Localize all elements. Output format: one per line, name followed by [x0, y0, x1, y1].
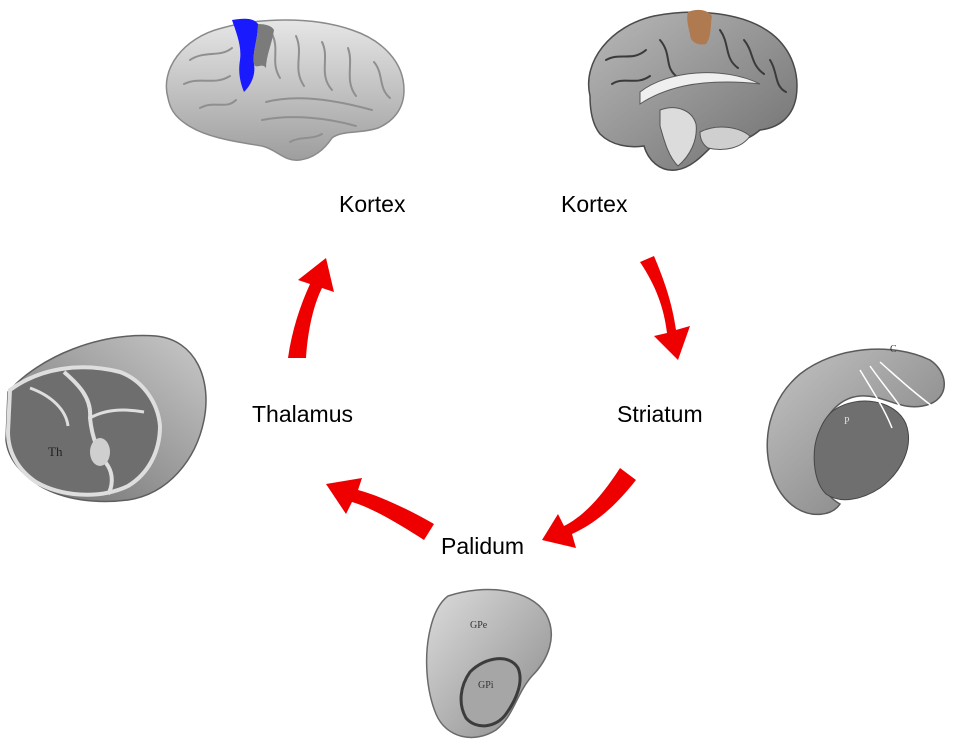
gpi-region: [459, 657, 522, 728]
medial-brain-illustration: [587, 9, 798, 171]
node-label-kortex-left: Kortex: [339, 191, 406, 217]
node-label-thalamus: Thalamus: [252, 401, 353, 427]
pallidum-tag-gpi: GPi: [478, 680, 494, 691]
striatum-tag-c: C: [890, 344, 897, 355]
node-label-striatum: Striatum: [617, 401, 703, 427]
lateral-brain-shape: [165, 19, 405, 161]
corpus-callosum: [639, 72, 761, 105]
cerebellum: [699, 126, 751, 150]
premotor-strip: [253, 24, 274, 68]
motor-cortex-highlight: [232, 18, 258, 92]
striatum-illustration: C P: [766, 344, 945, 516]
node-label-kortex-right: Kortex: [561, 191, 628, 217]
thalamus-illustration: Th: [5, 334, 207, 503]
brainstem: [659, 107, 697, 167]
striatum-putamen: [813, 400, 909, 501]
striatum-tag-p: P: [844, 416, 850, 427]
pallidum-tag-gpe: GPe: [470, 620, 488, 631]
medial-brain-shape: [587, 11, 798, 171]
arrow-palidum-to-thalamus: [326, 478, 434, 540]
node-label-palidum: Palidum: [441, 533, 525, 559]
arrow-striatum-to-palidum: [542, 468, 636, 548]
thalamus-nucleus-blob: [90, 438, 110, 466]
thalamus-cut-face: [5, 365, 163, 497]
thalamus-tag: Th: [48, 444, 63, 459]
medial-cortex-highlight: [687, 9, 712, 45]
lateral-brain-illustration: [165, 18, 405, 161]
arrow-thalamus-to-kortex: [288, 258, 334, 358]
arrows-layer: [288, 256, 690, 548]
pallidum-illustration: GPe GPi: [425, 588, 553, 739]
arrow-kortex-to-striatum: [640, 256, 690, 360]
